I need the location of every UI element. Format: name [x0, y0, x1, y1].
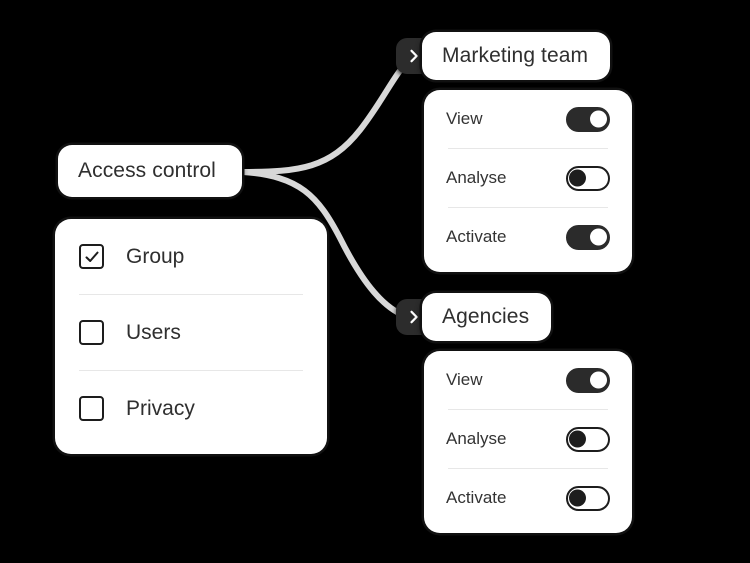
- checkmark-icon: [85, 251, 98, 262]
- options-card: Group Users Privacy: [55, 219, 327, 454]
- permissions-panel-agencies: View Analyse Activate: [424, 351, 632, 533]
- list-item[interactable]: Privacy: [55, 371, 327, 446]
- checkbox-group[interactable]: [79, 244, 104, 269]
- toggle-analyse[interactable]: [566, 165, 610, 191]
- permission-row[interactable]: View: [424, 351, 632, 409]
- divider: [79, 370, 303, 371]
- branch-node-label: Agencies: [442, 305, 530, 328]
- divider: [79, 294, 303, 295]
- permission-row[interactable]: Activate: [424, 208, 632, 266]
- divider: [448, 409, 608, 410]
- permission-row[interactable]: Activate: [424, 469, 632, 527]
- access-control-label: Access control: [78, 159, 216, 182]
- branch-node-agencies[interactable]: Agencies: [422, 293, 552, 341]
- permission-label: Analyse: [446, 429, 507, 448]
- list-item-label: Users: [126, 320, 181, 344]
- divider: [448, 148, 608, 149]
- list-item-label: Privacy: [126, 396, 195, 420]
- toggle-view[interactable]: [566, 367, 610, 393]
- list-item[interactable]: Users: [55, 295, 327, 370]
- permission-row[interactable]: Analyse: [424, 149, 632, 207]
- toggle-view[interactable]: [566, 106, 610, 132]
- divider: [448, 468, 608, 469]
- toggle-activate[interactable]: [566, 224, 610, 250]
- access-control-node[interactable]: Access control: [58, 145, 242, 197]
- permission-label: Analyse: [446, 168, 507, 187]
- checkbox-privacy[interactable]: [79, 396, 104, 421]
- toggle-analyse[interactable]: [566, 426, 610, 452]
- permissions-panel-marketing: View Analyse Activate: [424, 90, 632, 272]
- permission-label: View: [446, 109, 483, 128]
- branch-node-label: Marketing team: [442, 44, 589, 67]
- permission-label: Activate: [446, 488, 507, 507]
- checkbox-users[interactable]: [79, 320, 104, 345]
- edge-to-agencies: [240, 169, 415, 321]
- chevron-right-glyph: [410, 310, 418, 324]
- permission-row[interactable]: Analyse: [424, 410, 632, 468]
- toggle-activate[interactable]: [566, 485, 610, 511]
- chevron-right-glyph: [410, 49, 418, 63]
- divider: [448, 207, 608, 208]
- list-item-label: Group: [126, 244, 185, 268]
- list-item[interactable]: Group: [55, 219, 327, 294]
- permission-label: Activate: [446, 227, 507, 246]
- permission-label: View: [446, 370, 483, 389]
- permission-row[interactable]: View: [424, 90, 632, 148]
- branch-node-marketing[interactable]: Marketing team: [422, 32, 611, 80]
- edge-to-marketing: [240, 55, 415, 175]
